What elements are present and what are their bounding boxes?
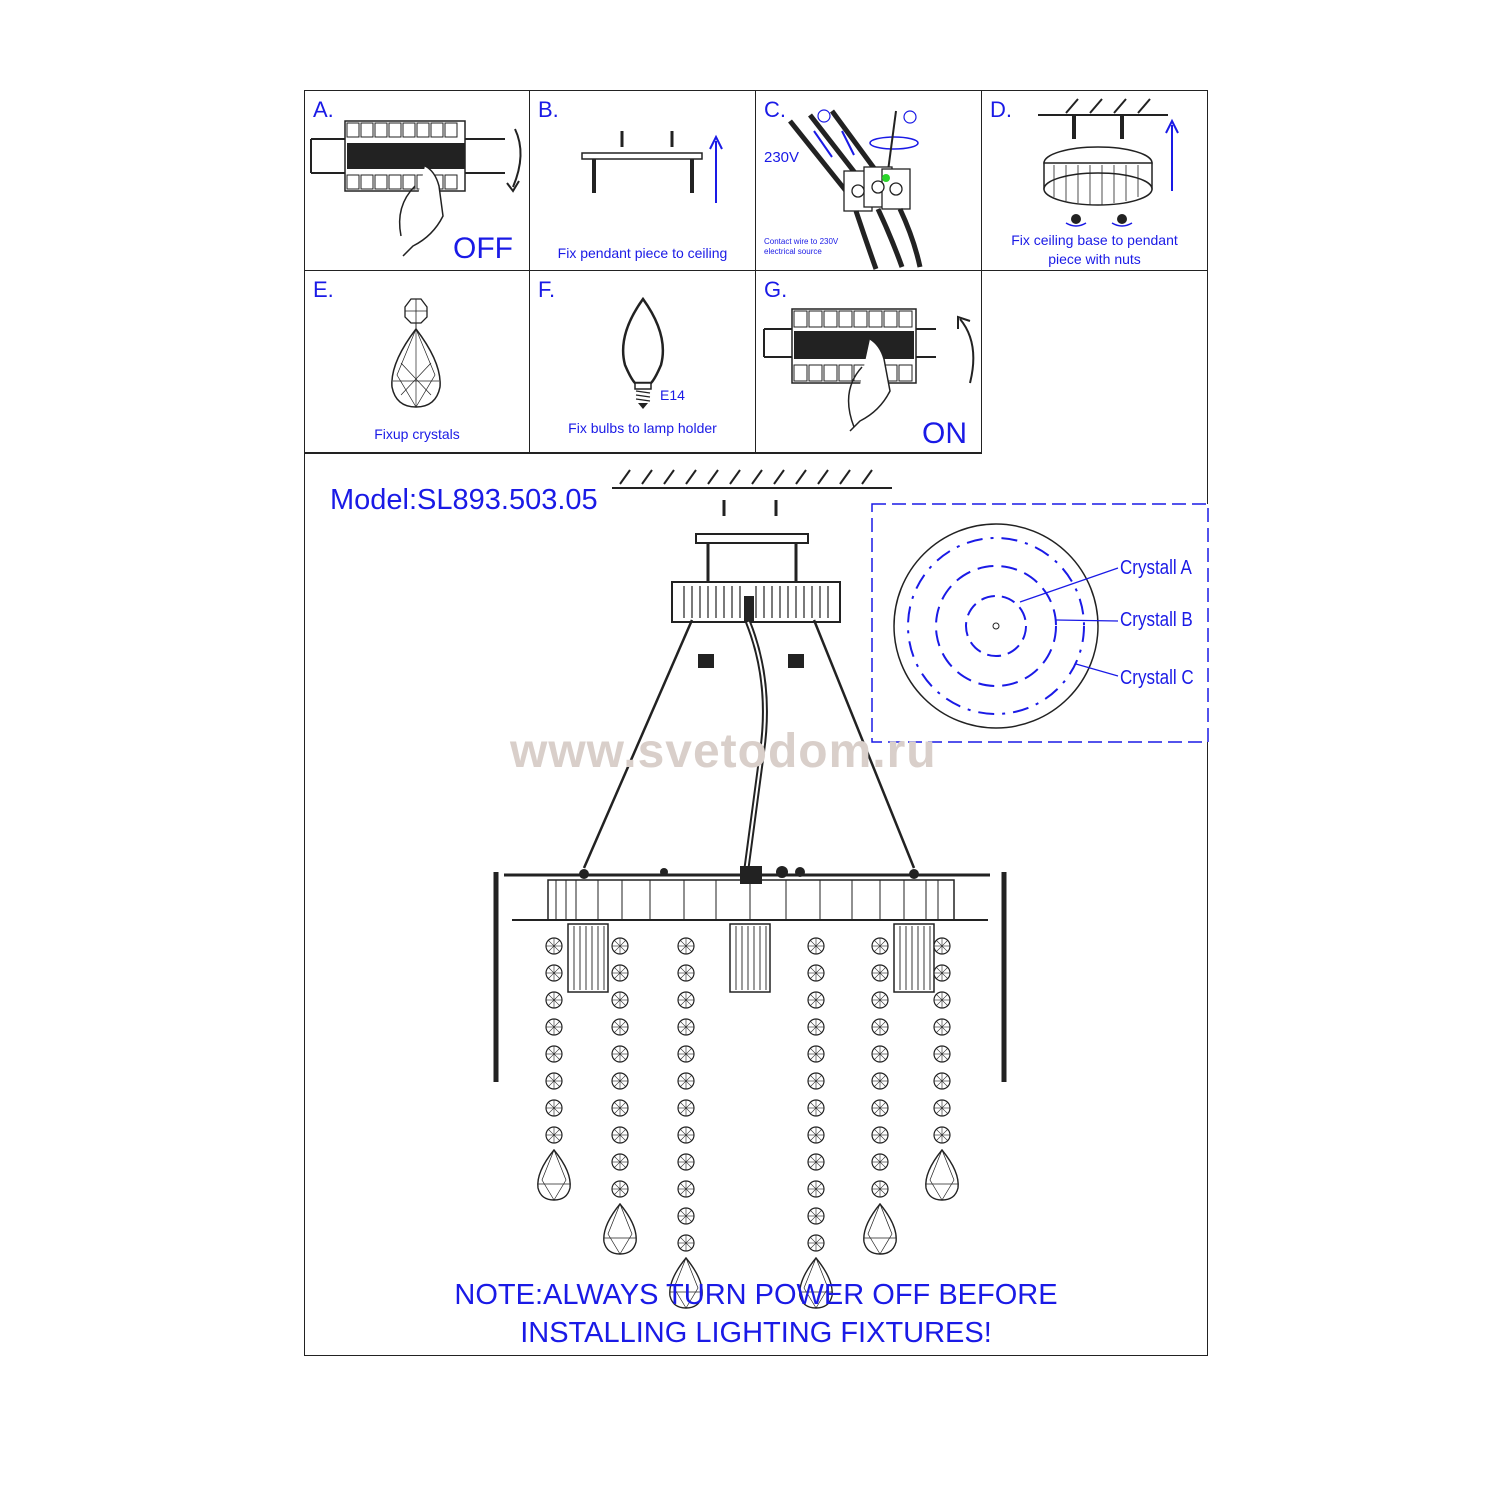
circuit-breaker-off-icon bbox=[310, 120, 522, 257]
off-label: OFF bbox=[453, 232, 513, 265]
step-a-letter: A. bbox=[313, 97, 334, 122]
step-b-panel: B. Fix pendant piece to ceiling bbox=[530, 90, 756, 271]
crystal-b-label: Crystall B bbox=[1120, 609, 1193, 631]
step-e-caption: Fixup crystals bbox=[374, 426, 460, 442]
step-g-letter: G. bbox=[764, 277, 788, 302]
ceiling-base-icon bbox=[1038, 98, 1179, 227]
step-b-letter: B. bbox=[538, 97, 559, 122]
step-d-letter: D. bbox=[990, 97, 1012, 122]
on-label: ON bbox=[922, 417, 967, 450]
safety-note: NOTE:ALWAYS TURN POWER OFF BEFORE INSTAL… bbox=[304, 1276, 1208, 1352]
safety-note-line2: INSTALLING LIGHTING FIXTURES! bbox=[520, 1317, 992, 1349]
crystal-c-label: Crystall C bbox=[1120, 667, 1194, 689]
step-c-panel: C. 230V Contact wire to 230V electrical … bbox=[756, 90, 982, 271]
safety-note-line1: NOTE:ALWAYS TURN POWER OFF BEFORE bbox=[454, 1279, 1058, 1311]
step-d-caption: Fix ceiling base to pendant piece with n… bbox=[1011, 232, 1178, 267]
step-d-panel: D. Fix ceiling base to pendant piece wit… bbox=[982, 90, 1208, 271]
model-number: Model:SL893.503.05 bbox=[330, 484, 598, 516]
ceiling-bracket-icon bbox=[581, 131, 723, 203]
step-a-panel: A. OFF bbox=[304, 90, 530, 271]
crystal-drop-icon bbox=[391, 298, 441, 408]
step-f-caption: Fix bulbs to lamp holder bbox=[568, 420, 717, 436]
bulb-type-label: E14 bbox=[660, 387, 685, 403]
step-g-panel: G. ON bbox=[756, 271, 982, 453]
step-b-caption: Fix pendant piece to ceiling bbox=[557, 245, 728, 261]
step-f-letter: F. bbox=[538, 277, 556, 302]
step-c-letter: C. bbox=[764, 97, 786, 122]
voltage-label: 230V bbox=[764, 149, 800, 166]
circuit-breaker-on-icon bbox=[763, 308, 975, 432]
crystal-a-label: Crystall A bbox=[1120, 557, 1192, 579]
candle-bulb-icon bbox=[621, 296, 665, 409]
step-e-letter: E. bbox=[313, 277, 334, 302]
row-divider bbox=[304, 452, 982, 454]
step-c-caption: Contact wire to 230V electrical source bbox=[764, 237, 839, 256]
step-f-panel: F. E14 Fix bulbs to lamp holder bbox=[530, 271, 756, 453]
step-e-panel: E. Fixup crystals bbox=[304, 271, 530, 453]
watermark-text: www.svetodom.ru bbox=[510, 725, 937, 778]
wire-connector-icon bbox=[788, 109, 923, 270]
